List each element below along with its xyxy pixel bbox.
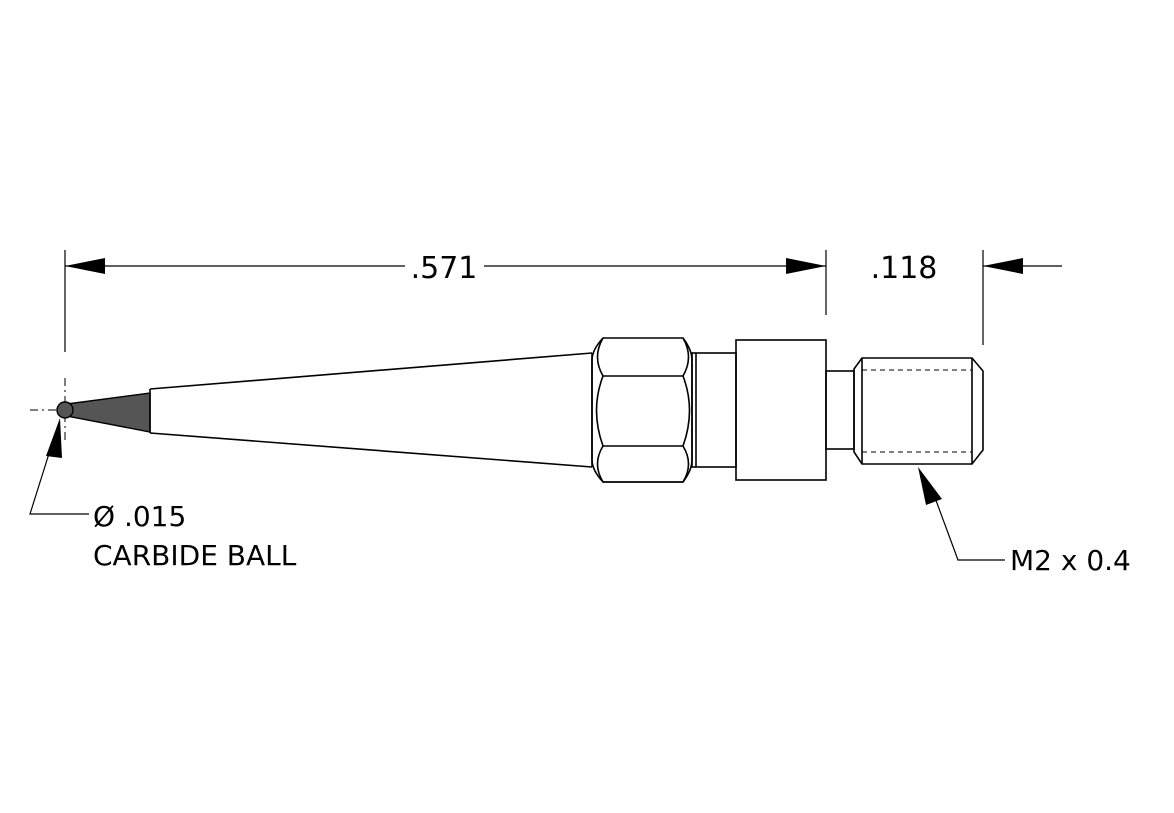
ball-leader (29, 418, 89, 515)
ball-material-note: CARBIDE BALL (93, 539, 297, 572)
dimension-thread-length: .118 (871, 251, 1062, 286)
ball-diameter-note: Ø .015 (93, 500, 186, 533)
thread-leader (918, 467, 1005, 561)
thread-spec-note: M2 x 0.4 (1010, 544, 1131, 577)
neck-section (691, 352, 737, 468)
relief-groove (825, 370, 855, 450)
dimension-overall-length-label: .571 (411, 251, 478, 286)
dimension-thread-length-label: .118 (871, 251, 938, 286)
tapered-stem (149, 352, 593, 468)
dimension-overall-length: .571 (65, 251, 826, 286)
carbide-tip (66, 392, 151, 433)
carbide-ball (56, 401, 74, 419)
collar-section (735, 339, 827, 481)
threaded-end (853, 357, 984, 465)
hex-section (591, 337, 693, 483)
